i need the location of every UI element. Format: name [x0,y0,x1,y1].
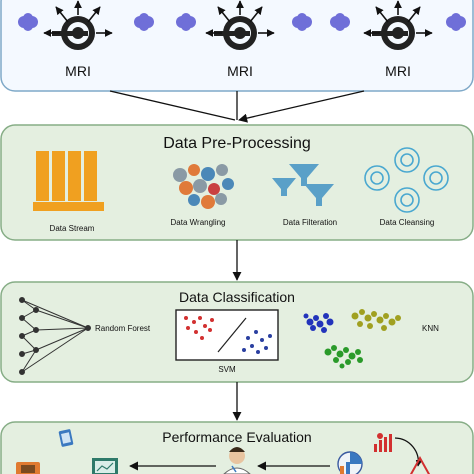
mri-label: MRI [227,63,253,79]
filter-funnel-icon [272,164,334,206]
brain-icon [330,13,350,31]
mri-scanner-icon [52,16,95,50]
data-wrangling-label: Data Wrangling [171,218,226,227]
brain-icon [292,13,312,31]
knn-label: KNN [422,324,439,333]
mri-panel: MRI MRI [0,0,474,92]
gears-icon [173,164,234,209]
mri-scanner-group-2: MRI [205,0,275,79]
evaluation-title: Performance Evaluation [162,429,311,445]
random-forest-label: Random Forest [95,324,151,333]
tablet-icon [58,429,74,447]
data-filteration-label: Data Filteration [283,218,337,227]
preprocessing-panel: Data Pre-Processing Data Stream Data Wra… [0,124,474,241]
brain-icon [446,13,466,31]
mri-scanner-icon [214,16,257,50]
mri-label: MRI [385,63,411,79]
brain-icon [18,13,38,31]
classification-title: Data Classification [179,289,295,305]
knn-cluster-icon [303,309,401,369]
mri-scanner-icon [372,16,415,50]
preprocessing-title: Data Pre-Processing [163,135,311,152]
classification-panel: Data Classification Random Forest [0,281,474,383]
signal-arrow [87,6,101,23]
signal-arrow [249,6,263,23]
evaluation-panel: Performance Evaluation [0,421,474,474]
cleansing-icon [364,147,449,213]
signal-arrow [55,6,69,23]
mri-label: MRI [65,63,91,79]
brain-icon [176,13,196,31]
svm-label: SVM [218,365,236,374]
data-stream-icon [33,151,104,211]
signal-arrow [375,6,389,23]
brain-icons [18,13,466,31]
brain-icon [134,13,154,31]
random-forest-icon [19,297,91,375]
analytics-icon [337,433,431,474]
mri-scanner-group-1: MRI [43,0,113,79]
data-stream-label: Data Stream [50,224,95,233]
signal-arrow [407,6,421,23]
mri-connector [109,90,365,123]
doctor-icon [223,447,251,474]
monitor-chart-icon [92,458,118,474]
svm-plot-icon [175,309,279,361]
signal-arrow [217,6,231,23]
data-cleansing-label: Data Cleansing [380,218,435,227]
device-icon [16,462,40,474]
mri-scanner-group-3: MRI [363,0,433,79]
